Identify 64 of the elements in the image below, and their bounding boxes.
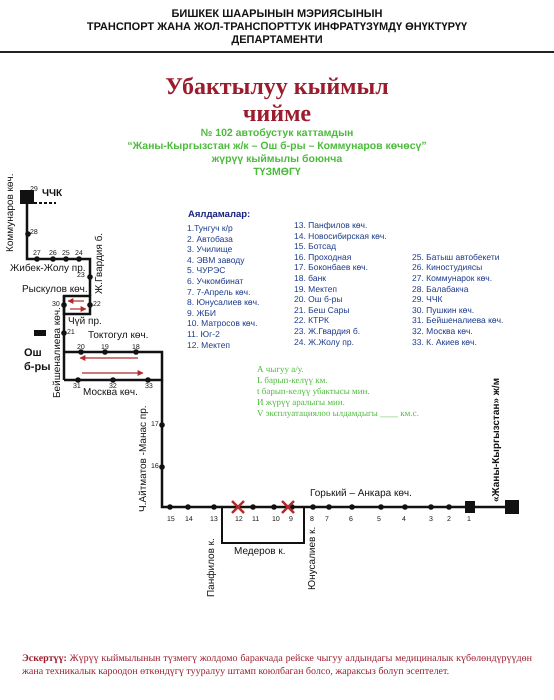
stop-list-item: 31. Бейшеналиева көч. bbox=[412, 316, 504, 326]
header-text: ТРАНСПОРТ ЖАНА ЖОЛ-ТРАНСПОРТТУК ИНФРАТҮЗҮМДҮ ӨНҮКТҮРҮҮ bbox=[86, 21, 468, 34]
stop-list-item: 21. Беш Сары bbox=[294, 306, 350, 316]
street-name: Коммунаров көч. bbox=[5, 174, 16, 252]
stop-list-item: 2. Автобаза bbox=[187, 234, 233, 244]
stop-list-item: 9. ЖБИ bbox=[187, 308, 216, 319]
header-text: ДЕПАРТАМЕНТИ bbox=[231, 34, 323, 47]
stop-list-item: 12. Мектеп bbox=[187, 340, 230, 350]
stop-list-item: 7. 7-Апрель көч. bbox=[187, 288, 250, 298]
form-line: t барып-келүү убактысы мин. bbox=[257, 386, 370, 396]
header-text: БИШКЕК ШААРЫНЫН МЭРИЯСЫНЫН bbox=[172, 8, 382, 21]
street-name: Горький – Анкара көч. bbox=[310, 488, 412, 500]
stop-list-item: 13. Панфилов көч. bbox=[294, 221, 368, 231]
stop-list-item: 14. Новосибирская көч. bbox=[294, 232, 387, 242]
stop-list-item: 20. Ош б-ры bbox=[294, 295, 343, 305]
stop-list-item: 28. Балабакча bbox=[412, 284, 468, 294]
street-name: Медеров к. bbox=[234, 546, 286, 558]
stop-list-item: 18. банк bbox=[294, 274, 326, 284]
street-name: Ж.Гвардия б. bbox=[94, 232, 106, 294]
stop-list-item: 4. ЭВМ заводу bbox=[187, 256, 244, 266]
stop-list-item: 32. Москва көч. bbox=[412, 327, 473, 337]
form-line: А чыгуу а/у. bbox=[257, 364, 304, 374]
street-name: Юнусалиев к. bbox=[307, 526, 318, 590]
stop-list-item: 27. Коммунарок көч. bbox=[412, 274, 492, 284]
stop-list-item: 26. Киностудиясы bbox=[412, 263, 482, 274]
stop-list-item: 25. Батыш автобекети bbox=[412, 252, 500, 263]
stop-list-item: 24. Ж.Жолу пр. bbox=[294, 338, 354, 348]
stop-list-item: 10. Матросов көч. bbox=[187, 319, 258, 330]
subtitle-text: № 102 автобустук каттамдын bbox=[200, 127, 354, 140]
stop-list-item: 17. Боконбаев көч. bbox=[294, 263, 368, 274]
stop-list-item: 11. Юг-2 bbox=[187, 330, 220, 340]
street-name: Токтогул көч. bbox=[88, 330, 148, 342]
terminal-label: ЧЧК bbox=[42, 188, 62, 200]
street-name: Жибек-Жолу пр. bbox=[10, 263, 86, 274]
street-name: Чүй пр. bbox=[68, 316, 102, 328]
stop-list-item: 19. Мектеп bbox=[294, 284, 338, 294]
terminal-label: «Жаны-Кыргызстан» ж/м bbox=[491, 378, 502, 502]
street-name: Панфилов к. bbox=[206, 538, 218, 597]
subtitle-text: ТҮЗМӨГҮ bbox=[253, 166, 301, 178]
stop-list-item: 5. ЧУРЭС bbox=[187, 266, 226, 276]
title: Убактылуу кыймыл чийме bbox=[164, 74, 390, 128]
note-text: Эскертүү: Жүрүү кыймылынын түзмөгү жолдомо баракчада рейске чыгуу алдындагы медициналык күбөлөндүрүүдөн жана техникалык кароодон өткөндүгү тууралуу штамп коюлбаган болсо, жараксыз болуп эсептелет. bbox=[22, 652, 532, 678]
stop-list-item: 1.Тунгуч к/р bbox=[187, 224, 233, 234]
stop-list-item: 6. Учкомбинат bbox=[187, 277, 244, 287]
stop-list-item: 29. ЧЧК bbox=[412, 295, 442, 305]
stop-list-item: 16. Проходная bbox=[294, 252, 352, 263]
street-name: Рыскулов көч. bbox=[22, 284, 88, 296]
street-name: Бейшеналиева көч. bbox=[52, 307, 64, 398]
stop-list-item: 3. Училище bbox=[187, 245, 232, 255]
stop-list-item: 22. КТРК bbox=[294, 316, 329, 326]
stop-list-item: 33. К. Акиев көч. bbox=[412, 338, 477, 348]
form-line: V эксплуатациялоо ылдамдыгы ____ км.с. bbox=[257, 408, 419, 418]
stop-list-item: 8. Юнусалиев көч. bbox=[187, 298, 260, 308]
stop-name: Ош б-ры bbox=[24, 346, 51, 374]
subtitle-text: “Жаны-Кыргызстан ж/к – Ош б-ры – Коммунаров көчөсү” bbox=[127, 140, 427, 152]
stop-list-item: 23. Ж.Гвардия б. bbox=[294, 327, 360, 337]
street-name: Ч.Айтматов -Манас пр. bbox=[138, 405, 150, 512]
list-heading: Аялдамалар: bbox=[188, 210, 250, 221]
stop-list-item: 30. Пушкин көч. bbox=[412, 306, 474, 316]
subtitle-text: жүрүү кыймылы боюнча bbox=[212, 153, 342, 166]
stop-list-item: 15. Ботсад bbox=[294, 242, 336, 252]
form-line: L барып-келүү км. bbox=[257, 375, 328, 386]
street-name: Москва көч. bbox=[83, 387, 138, 398]
form-line: И жүрүү аралыгы мин. bbox=[257, 397, 345, 408]
